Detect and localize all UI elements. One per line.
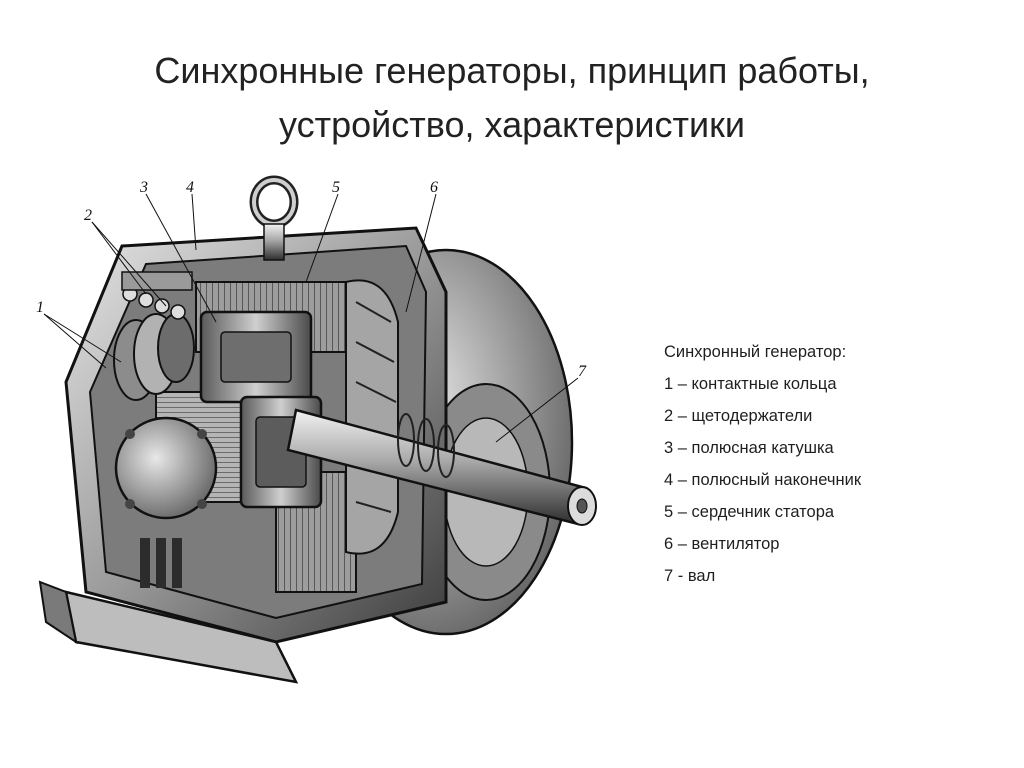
callout-7: 7 bbox=[578, 363, 587, 380]
legend-item-1: 1 – контактные кольца bbox=[664, 375, 837, 393]
callout-3: 3 bbox=[139, 179, 148, 196]
slide-title-line-2: устройство, характеристики bbox=[279, 104, 745, 145]
shaft bbox=[286, 408, 597, 526]
fan bbox=[345, 279, 399, 555]
legend-item-3: 3 – полюсная катушка bbox=[664, 439, 834, 457]
legend-heading: Синхронный генератор: bbox=[664, 343, 847, 361]
terminal-box bbox=[114, 416, 218, 520]
slide-title: Синхронные генераторы, принцип работы, у… bbox=[60, 44, 964, 152]
parts-legend: Синхронный генератор: 1 – контактные кол… bbox=[664, 336, 1004, 592]
callout-numbers: 1 2 3 4 5 6 7 bbox=[36, 179, 587, 380]
callout-2: 2 bbox=[84, 207, 92, 224]
mounting-foot bbox=[38, 580, 299, 684]
callout-leaders bbox=[43, 193, 579, 443]
legend-item-2: 2 – щетодержатели bbox=[664, 407, 813, 425]
terminal-leads bbox=[140, 538, 182, 588]
generator-cutaway-illustration: 1 2 3 4 5 6 7 bbox=[26, 172, 632, 692]
legend-item-4: 4 – полюсный наконечник bbox=[664, 471, 862, 489]
legend-item-5: 5 – сердечник статора bbox=[664, 503, 835, 521]
legend-item-7: 7 - вал bbox=[664, 567, 716, 585]
slip-rings bbox=[113, 313, 195, 401]
callout-1: 1 bbox=[36, 299, 44, 316]
callout-4: 4 bbox=[186, 179, 194, 196]
lifting-eye-bolt bbox=[249, 175, 299, 261]
generator-drawing: 1 2 3 4 5 6 7 bbox=[36, 175, 597, 684]
callout-5: 5 bbox=[332, 179, 340, 196]
slide-title-line-1: Синхронные генераторы, принцип работы, bbox=[154, 50, 870, 91]
callout-6: 6 bbox=[430, 179, 438, 196]
legend-item-6: 6 – вентилятор bbox=[664, 535, 780, 553]
